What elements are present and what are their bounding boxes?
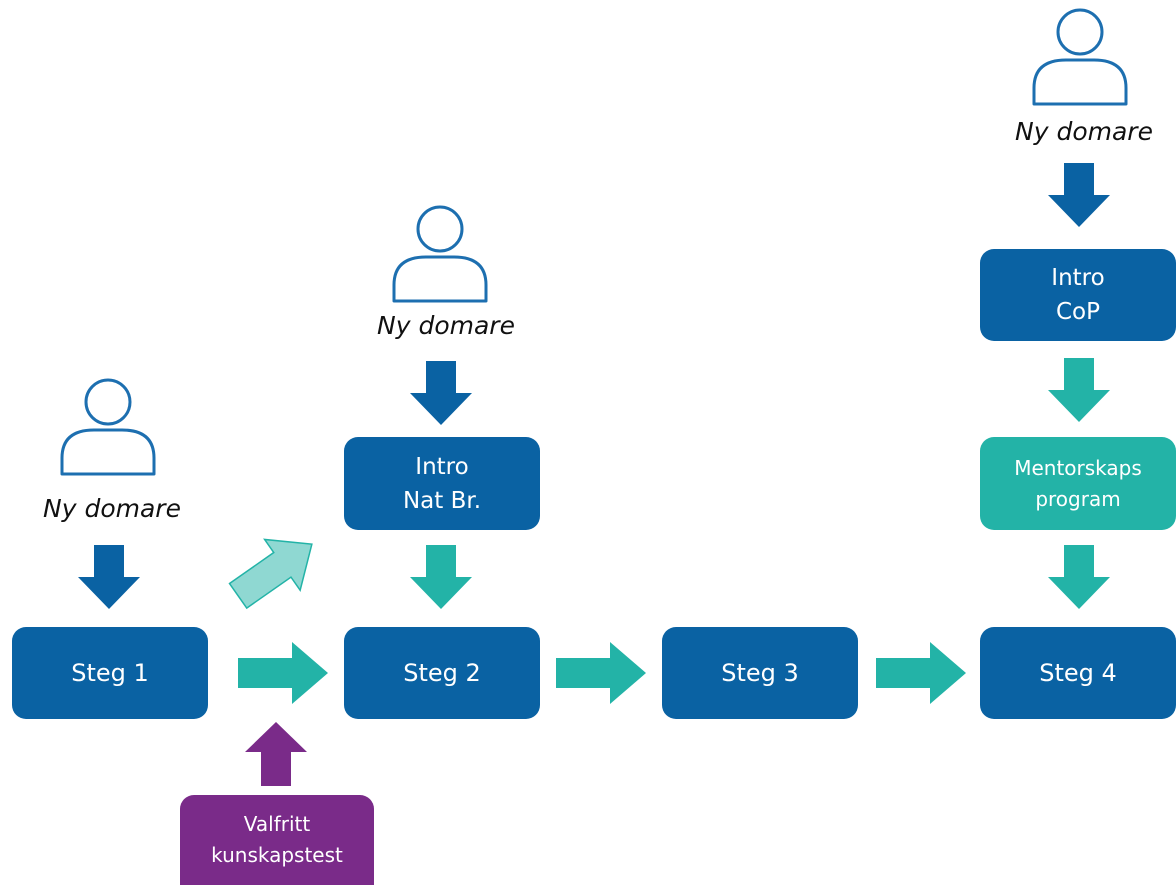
down-arrow-icon — [410, 361, 472, 425]
step-label: Steg 3 — [721, 659, 799, 687]
intro-line2: Nat Br. — [402, 487, 482, 514]
step-1-box: Steg 1 — [12, 627, 208, 719]
mentorskaps-program-box: Mentorskaps program — [980, 437, 1176, 530]
step-3-box: Steg 3 — [662, 627, 858, 719]
step-label: Steg 2 — [403, 659, 481, 687]
diagonal-arrow-icon — [228, 538, 313, 610]
step-4-box: Steg 4 — [980, 627, 1176, 719]
step-label: Steg 4 — [1039, 659, 1117, 687]
step-label: Steg 1 — [71, 659, 149, 687]
intro-line1: Intro — [415, 453, 469, 480]
intro-line2: CoP — [1055, 299, 1100, 325]
valfritt-line1: Valfritt — [243, 812, 311, 836]
intro-cop-box: Intro CoP — [980, 249, 1176, 341]
down-arrow-icon — [1048, 545, 1110, 609]
intro-line1: Intro — [1051, 265, 1105, 291]
down-arrow-icon — [410, 545, 472, 609]
mentorskaps-line2: program — [1035, 486, 1121, 511]
intro-nat-br-box: Intro Nat Br. — [344, 437, 540, 530]
person-icon — [60, 378, 156, 476]
person-icon — [392, 205, 488, 303]
right-arrow-icon — [876, 642, 966, 704]
down-arrow-icon — [1048, 163, 1110, 227]
person-icon — [1032, 8, 1128, 106]
right-arrow-icon — [556, 642, 646, 704]
down-arrow-icon — [78, 545, 140, 609]
valfritt-kunskapstest-box: Valfritt kunskapstest — [180, 795, 374, 885]
valfritt-line2: kunskapstest — [211, 843, 343, 867]
right-arrow-icon — [238, 642, 328, 704]
person-label: Ny domare — [377, 311, 515, 340]
person-label: Ny domare — [43, 494, 181, 523]
person-label: Ny domare — [1015, 117, 1153, 146]
mentorskaps-line1: Mentorskaps — [1014, 455, 1142, 480]
down-arrow-icon — [1048, 358, 1110, 422]
up-arrow-icon — [245, 722, 307, 786]
step-2-box: Steg 2 — [344, 627, 540, 719]
